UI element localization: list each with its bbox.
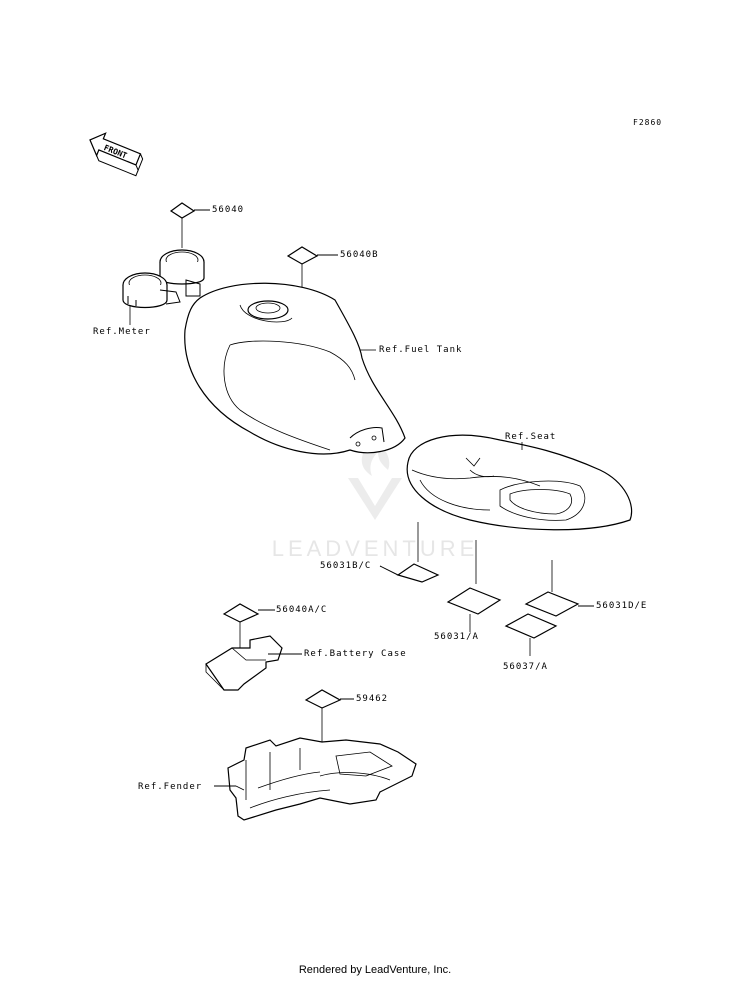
label-decal-56040AC <box>222 603 275 654</box>
label-56031BC: 56031B/C <box>320 561 372 571</box>
label-ref-battery-case: Ref.Battery Case <box>304 649 407 659</box>
watermark-text: LEADVENTURE <box>271 536 479 561</box>
leadventure-watermark-logo <box>348 444 402 520</box>
label-decal-56040 <box>169 202 210 248</box>
footer-credit: Rendered by LeadVenture, Inc. <box>298 964 452 976</box>
label-decal-56031BC <box>379 563 440 583</box>
label-56040AC: 56040A/C <box>276 605 328 615</box>
label-56031A: 56031/A <box>434 632 479 642</box>
label-decal-56031DE <box>524 591 594 617</box>
label-ref-fuel-tank: Ref.Fuel Tank <box>379 345 463 355</box>
fuel-tank <box>184 282 406 455</box>
seat <box>406 434 633 592</box>
label-ref-fender: Ref.Fender <box>138 782 203 792</box>
label-56031DE: 56031D/E <box>596 601 648 611</box>
label-56040B: 56040B <box>340 250 379 260</box>
meter-assembly <box>122 249 205 325</box>
label-56037A: 56037/A <box>503 662 548 672</box>
label-decal-56037A <box>504 613 558 656</box>
label-59462: 59462 <box>356 694 389 704</box>
label-ref-meter: Ref.Meter <box>93 327 151 337</box>
battery-case <box>205 635 302 691</box>
figure-code: F2860 <box>633 118 663 127</box>
label-decal-56031A <box>446 587 502 632</box>
label-56040: 56040 <box>212 205 245 215</box>
rear-fender <box>214 737 417 821</box>
front-arrow-icon: FRONT <box>89 132 144 177</box>
label-ref-seat: Ref.Seat <box>505 432 557 442</box>
